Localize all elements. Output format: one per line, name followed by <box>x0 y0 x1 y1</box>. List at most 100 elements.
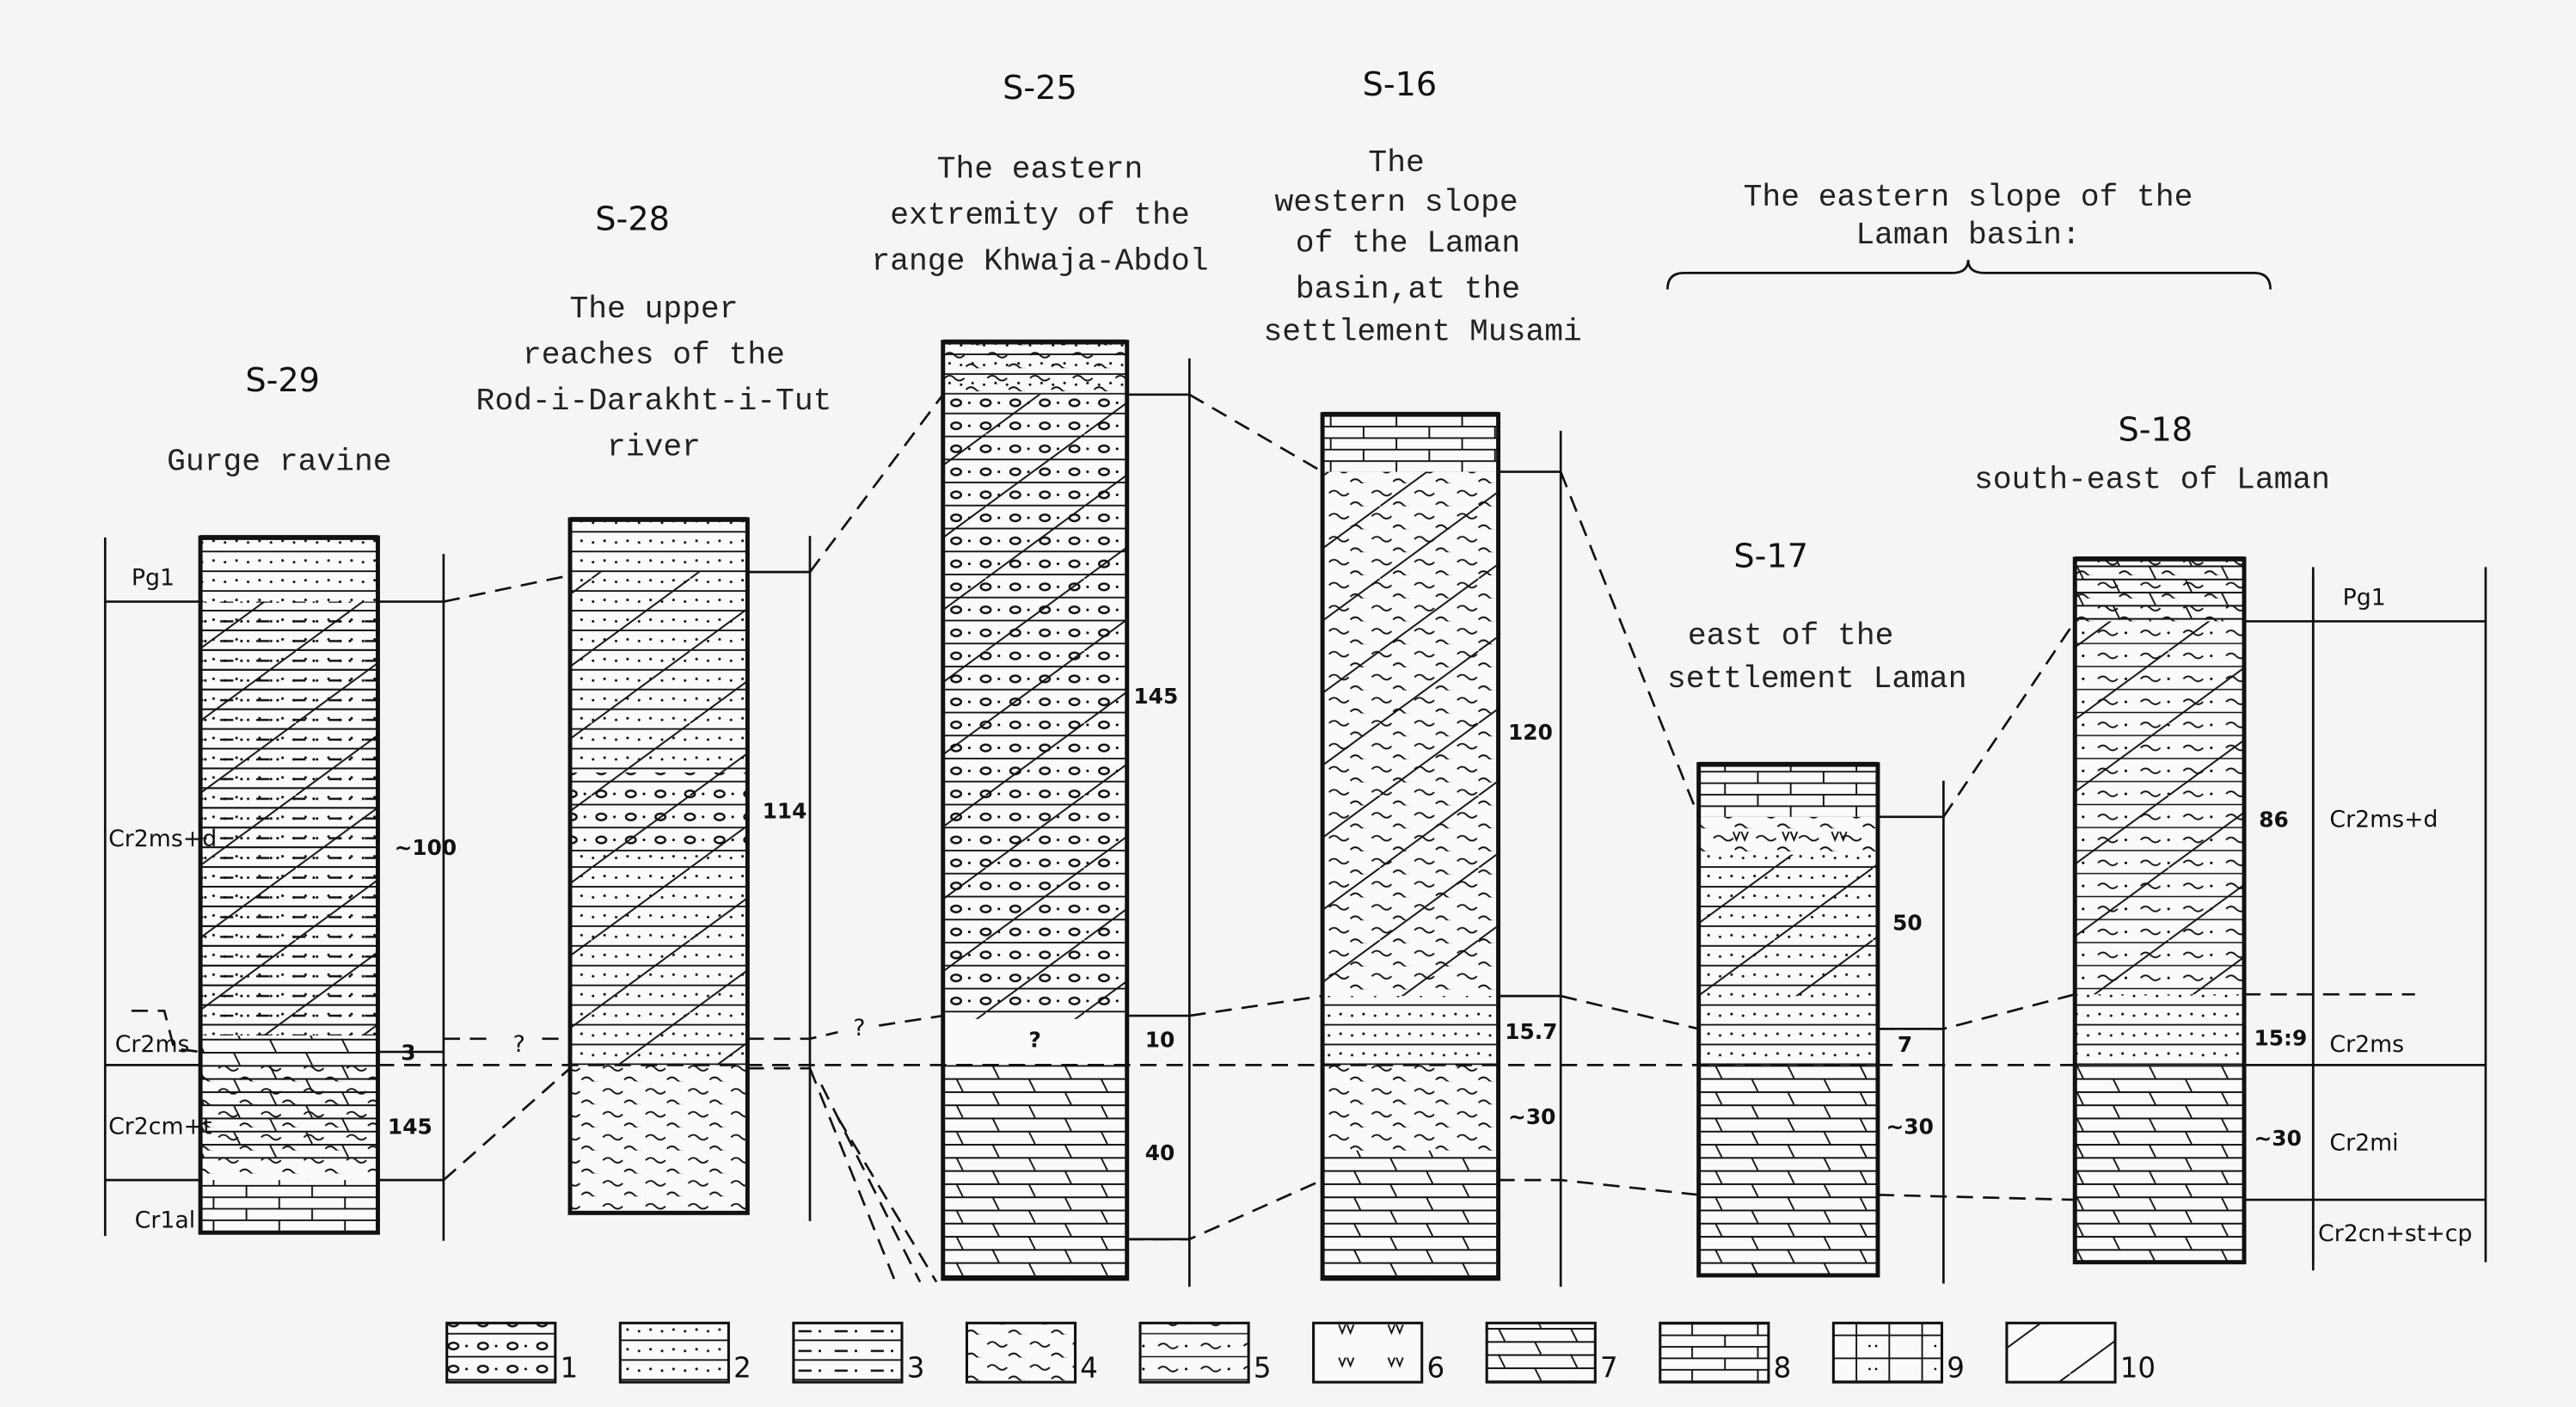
section-description: Gurge ravine <box>167 445 391 480</box>
thickness-value: 10 <box>1145 1027 1175 1052</box>
section-id: S-28 <box>595 201 670 239</box>
unit-label-left: Cr2ms <box>115 1031 190 1058</box>
thickness-value: 7 <box>1898 1032 1912 1057</box>
legend-item-8: 8 <box>1659 1321 1792 1384</box>
correlation-line <box>1877 1193 2076 1201</box>
lithology-layer <box>942 341 1127 395</box>
correlation-line <box>1559 471 1700 818</box>
lithology-layer <box>2075 621 2245 995</box>
correlation-line <box>820 1084 922 1283</box>
thickness-value: 50 <box>1892 911 1923 936</box>
unit-label-right: Cr2cn+st+cp <box>2318 1220 2472 1247</box>
section-column-S-25 <box>941 339 1130 1281</box>
lithology-layer <box>942 394 1127 1019</box>
section-id: S-25 <box>1003 70 1077 108</box>
group-brace <box>1666 260 2272 290</box>
section-description: south-east of Laman <box>1974 463 2330 498</box>
lithology-layer <box>1322 1065 1499 1151</box>
section-id: S-18 <box>2119 411 2193 449</box>
correlation-line <box>443 574 571 603</box>
unit-label-right: Cr2ms+d <box>2329 806 2438 833</box>
thickness-value: 3 <box>401 1041 415 1066</box>
legend-number: 1 <box>561 1351 579 1384</box>
section-description: extremity of the <box>890 198 1190 233</box>
lithology-layer <box>1322 471 1499 997</box>
correlation-line <box>1189 994 1323 1017</box>
correlation-line <box>443 1067 571 1182</box>
lithology-layer <box>570 572 748 773</box>
correlation-line <box>1942 620 2076 818</box>
correlation-line <box>747 1014 943 1041</box>
lithology-layer <box>570 1065 748 1213</box>
legend-item-4: 4 <box>965 1321 1098 1384</box>
section-column-S-28 <box>567 517 750 1215</box>
correlation-line <box>1498 1178 1699 1196</box>
legend-item-5: 5 <box>1138 1321 1272 1384</box>
lithology-layer <box>2075 558 2245 622</box>
legend-item-7: 7 <box>1485 1321 1618 1384</box>
correlation-line <box>837 1116 938 1283</box>
section-description: basin,at the <box>1296 272 1520 307</box>
section-description: settlement Laman <box>1667 661 1967 697</box>
thickness-value: ~100 <box>395 835 457 860</box>
lithology-layer <box>200 1065 378 1159</box>
lithology-layer <box>200 1158 378 1181</box>
legend-item-9: 9 <box>1831 1321 1965 1384</box>
legend-number: 4 <box>1080 1351 1098 1384</box>
lithology-layer <box>1698 996 1878 1066</box>
section-id: S-16 <box>1363 66 1438 104</box>
lithology-layer <box>1698 816 1878 855</box>
legend-number: 6 <box>1426 1351 1444 1384</box>
section-description: river <box>607 429 701 464</box>
lithology-layer <box>2075 1065 2245 1263</box>
thickness-value: 86 <box>2259 807 2289 832</box>
correlation-line <box>1188 393 1323 473</box>
lithology-layer <box>1698 854 1878 997</box>
section-description: The upper <box>569 292 738 327</box>
lithology-layer <box>570 854 748 1066</box>
section-description: east of the <box>1688 618 1894 654</box>
correlation-line <box>808 393 944 573</box>
lithology-layer <box>1322 1150 1499 1279</box>
unit-label-left: Cr1al <box>135 1207 196 1234</box>
unit-label-right: Cr2mi <box>2329 1130 2398 1157</box>
legend-number: 5 <box>1254 1351 1272 1384</box>
lithology-layer <box>200 1180 378 1233</box>
lithology-layer <box>200 1035 378 1066</box>
correlation-line <box>1877 992 2076 1030</box>
thickness-value: 40 <box>1145 1140 1175 1165</box>
question-mark: ? <box>853 1015 865 1041</box>
correlation-line <box>1560 994 1699 1030</box>
thickness-value: ~30 <box>1886 1115 1934 1140</box>
section-description: of the Laman <box>1296 226 1520 261</box>
lithology-layer <box>1698 764 1878 817</box>
legend-item-10: 10 <box>2005 1321 2156 1384</box>
lithology-layer <box>942 1065 1127 1279</box>
correlation-line <box>131 1009 201 1054</box>
lithology-layer <box>570 519 748 573</box>
legend-item-3: 3 <box>792 1321 924 1384</box>
thickness-value: 15:9 <box>2254 1025 2308 1050</box>
lithology-layer <box>1322 414 1499 472</box>
section-description: settlement Musami <box>1264 315 1582 350</box>
unit-label-left: Cr2cm+t <box>108 1114 212 1140</box>
section-description: range Khwaja-Abdol <box>871 244 1208 280</box>
legend-number: 7 <box>1600 1351 1618 1384</box>
thickness-value: 114 <box>763 799 807 824</box>
thickness-value: 120 <box>1508 720 1553 745</box>
lithology-layer <box>200 538 378 602</box>
section-column-S-17 <box>1696 761 1880 1278</box>
section-id: S-29 <box>245 362 320 400</box>
lithology-layer <box>200 601 378 1035</box>
section-description: The <box>1368 145 1424 181</box>
lithology-layer <box>2075 994 2245 1066</box>
section-column-S-29 <box>198 535 380 1235</box>
legend-number: 8 <box>1774 1351 1792 1384</box>
section-column-S-18 <box>2072 556 2247 1265</box>
legend-number: 9 <box>1947 1351 1965 1384</box>
unit-label-right: Cr2ms <box>2329 1031 2404 1058</box>
legend-item-6: 6 <box>1312 1321 1444 1384</box>
lithology-layer <box>1698 1065 1878 1275</box>
